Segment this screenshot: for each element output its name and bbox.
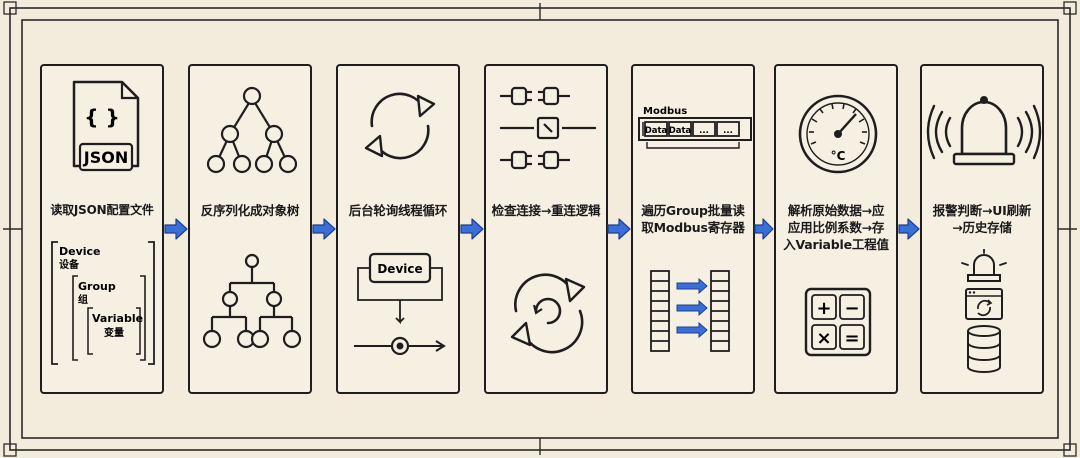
- register-batch-icon: [650, 270, 730, 352]
- gauge-icon: °C: [798, 94, 878, 174]
- step-2-panel: 反序列化成对象树: [188, 64, 312, 394]
- step-7-title: 报警判断→UI刷新 →历史存储: [932, 203, 1032, 235]
- reconnect-icon: [510, 273, 586, 354]
- nested-structure-diagram: Device 设备 Group 组 Variable 变量: [51, 241, 155, 365]
- beacon-window-storage-icons: [961, 249, 1007, 373]
- device-box-label: Device: [377, 262, 422, 276]
- step-4-panel: 检查连接→重连逻辑: [484, 64, 608, 394]
- step-2-title: 反序列化成对象树: [200, 203, 300, 218]
- calculator-icon: + − × =: [804, 287, 872, 357]
- flow-arrow-4: [607, 218, 631, 240]
- step-3-title: 后台轮询线程循环: [348, 203, 448, 218]
- flow-arrow-6: [898, 218, 920, 240]
- flow-arrow-2: [312, 218, 336, 240]
- plug-connection-icon: [500, 86, 596, 170]
- calc-plus: +: [816, 298, 831, 319]
- database-icon: [967, 325, 1001, 373]
- step-5-panel: Modbus Data Data ... ... 遍历Group批量读 取Mod…: [631, 64, 755, 394]
- warning-light-icon: [961, 249, 1007, 282]
- modbus-label: Modbus: [643, 106, 687, 117]
- flow-arrow-3: [460, 218, 484, 240]
- alarm-bell-icon: [926, 96, 1042, 166]
- gauge-unit-label: °C: [831, 149, 846, 163]
- step-6-panel: °C 解析原始数据→应 应用比例系数→存 入Variable工程值 + − × …: [774, 64, 898, 394]
- modbus-cell-2: Data: [669, 126, 692, 136]
- step-5-title: 遍历Group批量读 取Modbus寄存器: [641, 203, 745, 235]
- modbus-frame-icon: Modbus Data Data ... ...: [638, 106, 752, 149]
- step-6-title: 解析原始数据→应 应用比例系数→存 入Variable工程值: [783, 203, 889, 252]
- step-7-panel: 报警判断→UI刷新 →历史存储: [920, 64, 1044, 394]
- flow-arrow-5: [754, 218, 774, 240]
- refresh-loop-icon: [364, 92, 436, 160]
- modbus-cell-1: Data: [645, 126, 668, 136]
- nest-group-label: Group: [78, 280, 116, 293]
- nest-group-sub: 组: [78, 293, 88, 306]
- nest-variable-sub: 变量: [104, 326, 124, 339]
- step-4-title: 检查连接→重连逻辑: [491, 203, 601, 218]
- step-1-panel: { } JSON 读取JSON配置文件 Device 设备 Group 组 Va…: [40, 64, 164, 394]
- object-tree-icon: [206, 86, 298, 174]
- step-3-panel: 后台轮询线程循环 Device: [336, 64, 460, 394]
- device-polling-icon: Device: [354, 252, 446, 356]
- flow-arrow-1: [164, 218, 188, 240]
- nest-device-label: Device: [59, 245, 101, 258]
- calc-equals: =: [844, 328, 859, 349]
- step-1-title: 读取JSON配置文件: [50, 203, 154, 217]
- ui-refresh-window-icon: [965, 288, 1003, 320]
- modbus-cell-3: ...: [699, 126, 709, 136]
- nest-variable-label: Variable: [92, 312, 143, 325]
- hierarchy-tree-icon: [202, 253, 302, 349]
- nest-device-sub: 设备: [59, 258, 80, 271]
- calc-times: ×: [816, 328, 831, 349]
- modbus-cell-4: ...: [723, 126, 733, 136]
- json-file-icon: { } JSON: [72, 80, 140, 172]
- calc-minus: −: [844, 298, 859, 319]
- json-braces-text: { }: [84, 105, 119, 129]
- json-label-text: JSON: [83, 148, 128, 167]
